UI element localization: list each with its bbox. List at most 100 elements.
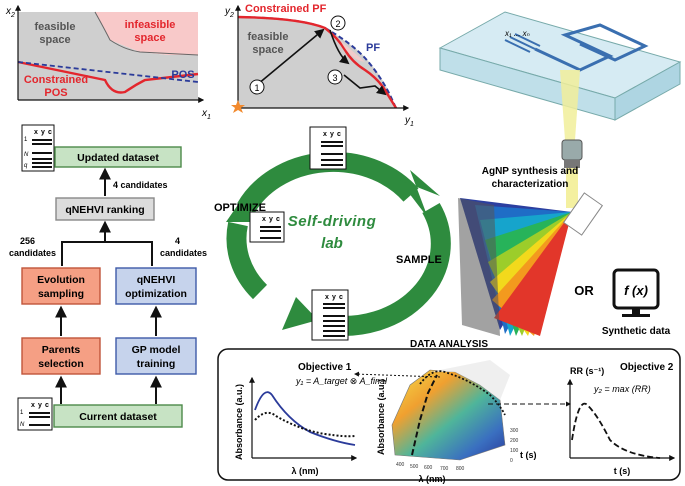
svg-text:x: x [262, 216, 266, 223]
target-spectrum-curve [254, 391, 356, 446]
svg-text:500: 500 [410, 464, 419, 470]
monitor-stand [632, 308, 640, 314]
gp-model-box [115, 337, 197, 375]
svg-text:c: c [337, 131, 341, 138]
rr-axis-label: RR (s⁻¹) [570, 366, 604, 376]
svg-text:800: 800 [456, 466, 465, 472]
svg-text:y: y [330, 131, 334, 138]
dataset-table-icon-cycle-left: x y c [249, 211, 285, 243]
constraint-boundary [94, 11, 199, 56]
infeasible-label-2: space [134, 32, 165, 44]
objective1-equation: y₁ = A_target ⊗ A_final [295, 376, 388, 386]
infeasible-region [95, 12, 198, 55]
svg-text:c: c [276, 216, 280, 223]
cycle-title-line2: lab [321, 235, 343, 252]
svg-text:y: y [332, 294, 336, 301]
gp-label-2: training [137, 358, 176, 370]
rr-curve [571, 402, 661, 459]
panel-decision-space: x2 x1 feasible space infeasible space Co… [5, 4, 211, 121]
cycle-arrowhead-bottom [282, 297, 318, 330]
svg-text:300: 300 [510, 428, 519, 434]
objective2-equation: y₂ = max (RR) [593, 384, 651, 394]
cycle-arrowhead-right [399, 170, 440, 218]
pf-gap-region [340, 40, 365, 62]
feasible-label-2: space [39, 34, 70, 46]
analysis-title: DATA ANALYSIS [410, 339, 488, 350]
svg-text:100: 100 [510, 448, 519, 454]
step1-marker [249, 79, 265, 95]
candidates-4-count: 4 [175, 236, 180, 246]
svg-text:N: N [24, 152, 29, 158]
pos-label: POS [171, 69, 194, 81]
svg-text:c: c [48, 129, 52, 136]
step2-marker [330, 15, 346, 31]
reactor-inputs-label: x₁ ... xₙ [504, 29, 530, 38]
parents-label-2: selection [38, 358, 84, 370]
optimize-label: OPTIMIZE [214, 202, 266, 214]
svg-text:700: 700 [440, 466, 449, 472]
surface-lambda-ticks: 400 500 600 700 800 [396, 462, 465, 472]
constrained-pos-curve [17, 60, 199, 94]
synthetic-data-label: Synthetic data [602, 326, 671, 337]
y-axis-label: y2 [224, 6, 234, 19]
constrained-pos-label-2: POS [44, 87, 67, 99]
reference-point-star [231, 100, 245, 113]
surface-edge-curve [419, 370, 506, 416]
merge-connector [61, 241, 153, 266]
constrained-pf-label: Constrained PF [245, 3, 327, 15]
monitor-base [622, 314, 650, 317]
sample-label: SAMPLE [396, 254, 442, 266]
objective2-title: Objective 2 [620, 362, 674, 373]
optimization-flowchart: x y c 1 N q Updated dataset 4 candidates… [9, 124, 207, 431]
svg-text:c: c [339, 294, 343, 301]
parents-label-1: Parents [42, 344, 81, 356]
data-analysis-panel: DATA ANALYSIS Objective 1 y₁ = A_target … [217, 339, 681, 484]
candidates-4-label: candidates [160, 248, 207, 258]
pf-label: PF [366, 42, 380, 54]
max-ridge-line [411, 374, 438, 456]
cycle-arc-right [321, 203, 451, 336]
candidates-256-label: candidates [9, 248, 56, 258]
svg-text:x: x [31, 402, 35, 409]
cycle-arrowhead-left [226, 196, 256, 222]
obj1-y-label: Absorbance (a.u.) [234, 384, 244, 460]
detector-array [458, 198, 500, 336]
feasible-label-1: feasible [248, 31, 289, 43]
obj1-x-label: λ (nm) [292, 466, 319, 476]
qnehvi-opt-label-2: optimization [125, 288, 187, 300]
inlet-channels [504, 33, 541, 53]
infeasible-label-1: infeasible [125, 19, 176, 31]
step3-arrow [343, 74, 387, 96]
surface-x-label: λ (nm) [419, 474, 446, 484]
svg-text:x: x [323, 131, 327, 138]
cycle-arc-left [226, 221, 268, 300]
qnehvi-ranking-label: qNEHVI ranking [65, 204, 144, 216]
current-dataset-label: Current dataset [79, 411, 157, 423]
pos-curve [17, 61, 199, 83]
svg-text:200: 200 [510, 438, 519, 444]
x-axis-label: x1 [201, 108, 211, 121]
updated-dataset-box [54, 146, 182, 168]
step2-arrow [329, 29, 350, 65]
svg-text:c: c [45, 402, 49, 409]
svg-text:y: y [38, 402, 42, 409]
serpentine-channel [534, 23, 649, 72]
or-label: OR [574, 283, 594, 298]
current-dataset-box [53, 404, 183, 428]
constrained-pf-curve [237, 15, 398, 109]
svg-text:N: N [20, 422, 25, 428]
detector-lens [561, 139, 583, 161]
svg-text:0: 0 [510, 458, 513, 464]
synthetic-data-alternative: OR f (x) Synthetic data [574, 268, 671, 337]
qnehvi-optimization-box [115, 267, 197, 305]
step3-marker [327, 69, 343, 85]
svg-text:x: x [34, 129, 38, 136]
evolution-label-2: sampling [38, 288, 84, 300]
detector-mount [564, 160, 580, 168]
surface-t-ticks: 0 100 200 300 [510, 428, 519, 464]
svg-text:1: 1 [24, 137, 28, 143]
dataset-table-icon-bottom: x y c 1 N [17, 397, 53, 431]
gp-label-1: GP model [132, 344, 181, 356]
objective1-title: Objective 1 [298, 362, 352, 373]
step3-label: 3 [332, 73, 337, 83]
